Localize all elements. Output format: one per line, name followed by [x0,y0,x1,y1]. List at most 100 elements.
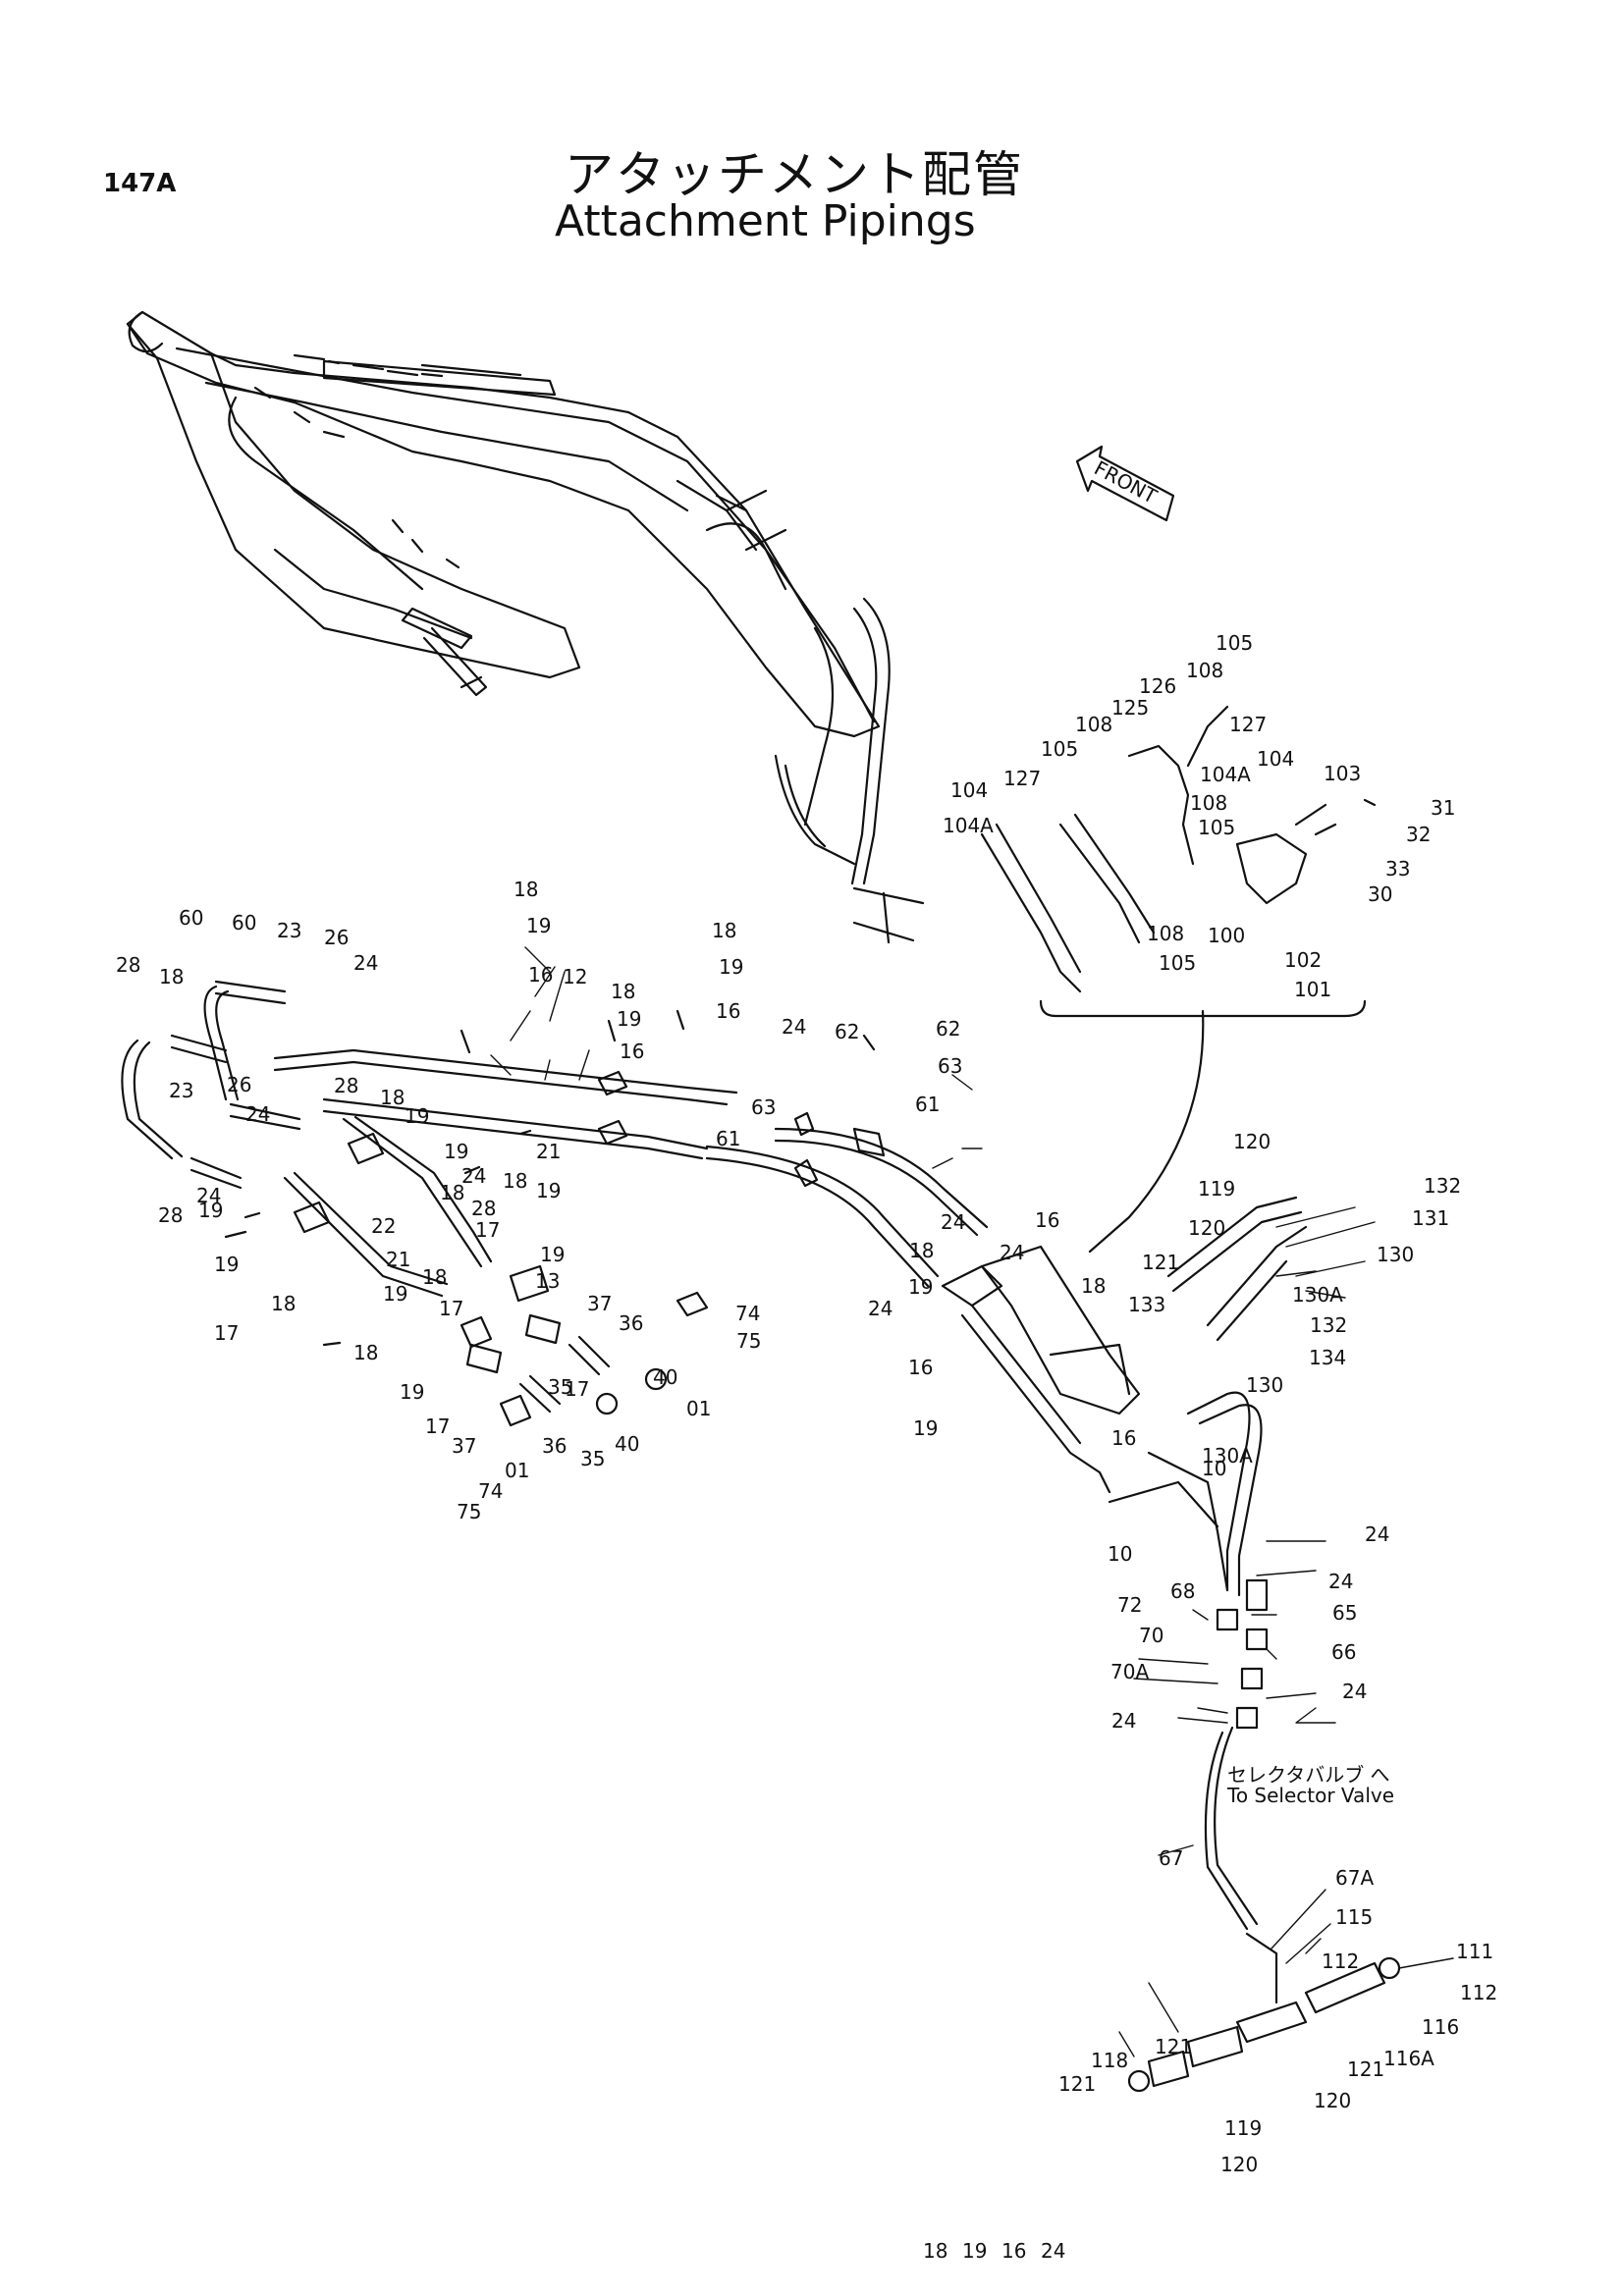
callout-label: 16 [716,999,740,1023]
callout-label: 127 [1229,713,1267,736]
callout-label: 19 [913,1416,938,1440]
callout-label: 67A [1335,1866,1374,1890]
callout-label: 37 [452,1434,476,1458]
callout-label: 18 [380,1086,405,1109]
callout-label: 19 [962,2239,987,2263]
callout-label: 61 [915,1093,940,1116]
callout-label: 24 [461,1164,486,1188]
callout-label: 100 [1208,924,1245,947]
callout-label: 121 [1155,2035,1192,2058]
callout-label: 23 [277,919,301,942]
callout-label: 18 [923,2239,947,2263]
callout-label: 24 [868,1297,893,1320]
callout-label: 19 [526,914,551,937]
callout-label: 103 [1324,762,1361,785]
callout-label: 28 [158,1203,183,1227]
callout-label: 108 [1186,659,1223,682]
callout-label: 120 [1233,1130,1271,1153]
callout-leaders [490,946,1454,2057]
callout-label: 102 [1284,948,1322,972]
selector-note-japanese: セレクタバルブ へ [1227,1763,1390,1787]
callout-label: 119 [1224,2116,1262,2140]
callout-label: 32 [1406,823,1431,846]
callout-label: 24 [782,1015,806,1039]
callout-label: 19 [540,1243,565,1266]
callout-label: 40 [615,1432,639,1456]
callout-label: 120 [1220,2153,1258,2176]
callout-label: 13 [535,1269,560,1293]
callout-label: 16 [528,963,553,987]
page-title-japanese: アタッチメント配管 [565,146,1024,203]
callout-label: 22 [371,1214,396,1238]
detail-leader-line [1088,1009,1205,1254]
callout-label: 10 [1108,1542,1132,1566]
callout-label: 17 [565,1377,589,1401]
callout-label: 33 [1385,857,1410,881]
callout-label: 19 [405,1104,429,1128]
callout-label: 16 [620,1040,644,1063]
callout-label: 62 [835,1020,859,1043]
page-title-english: Attachment Pipings [555,196,976,246]
callout-label: 16 [1035,1208,1059,1232]
callout-label: 01 [505,1459,529,1482]
callout-label: 16 [1001,2239,1026,2263]
callout-label: 16 [908,1356,933,1379]
callout-label: 35 [548,1375,572,1399]
callout-label: 120 [1188,1216,1225,1240]
callout-label: 115 [1335,1905,1373,1929]
callout-label: 28 [471,1197,496,1220]
callout-label: 104A [1200,763,1251,786]
callout-label: 132 [1310,1313,1347,1337]
callout-label: 74 [478,1479,503,1503]
callout-label: 65 [1332,1601,1357,1625]
callout-label: 24 [1041,2239,1065,2263]
callout-label: 19 [617,1007,641,1031]
callout-label: 120 [1314,2089,1351,2112]
callout-label: 24 [1328,1570,1353,1593]
callout-label: 121 [1142,1251,1179,1274]
callout-label: 24 [196,1184,221,1207]
callout-label: 19 [908,1275,933,1299]
callout-label: 40 [653,1365,677,1389]
callout-label: 23 [169,1079,193,1102]
callout-label: 68 [1170,1579,1195,1603]
callout-label: 17 [425,1415,450,1438]
callout-label: 24 [1342,1680,1367,1703]
callout-label: 18 [353,1341,378,1364]
callout-label: 67 [1159,1846,1183,1870]
callout-label: 21 [536,1140,561,1163]
callout-label: 62 [936,1017,960,1041]
page-number: 147A [103,169,177,198]
callout-label: 134 [1309,1346,1346,1369]
callout-label: 63 [938,1054,962,1078]
callout-label: 24 [941,1210,965,1234]
callout-label: 133 [1128,1293,1165,1316]
callout-label: 18 [611,980,635,1003]
callout-label: 130A [1202,1444,1253,1468]
front-arrow [1075,445,1175,522]
callout-label: 24 [353,951,378,975]
callout-label: 18 [440,1181,464,1204]
callout-label: 70 [1139,1624,1163,1647]
callout-label: 116A [1383,2047,1434,2070]
main-piping-assembly [121,980,1401,2093]
selector-note-english: To Selector Valve [1227,1784,1395,1807]
callout-label: 125 [1111,696,1149,720]
callout-label: 111 [1456,1940,1493,1963]
callout-label: 104 [950,778,988,802]
callout-label: 28 [116,953,140,977]
callout-label: 18 [159,965,184,988]
callout-label: 130 [1246,1373,1283,1397]
callout-label: 28 [334,1074,358,1097]
boom-arm-illustration [126,310,925,944]
callout-label: 19 [383,1282,407,1306]
callout-label: 72 [1117,1593,1142,1617]
callout-label: 131 [1412,1206,1449,1230]
callout-label: 105 [1159,951,1196,975]
callout-label: 104 [1257,747,1294,771]
callout-label: 24 [1111,1709,1136,1733]
callout-label: 19 [400,1380,424,1404]
callout-label: 16 [1111,1426,1136,1450]
callout-labels: 105108126127125104A104103313233301021011… [116,631,1497,2263]
